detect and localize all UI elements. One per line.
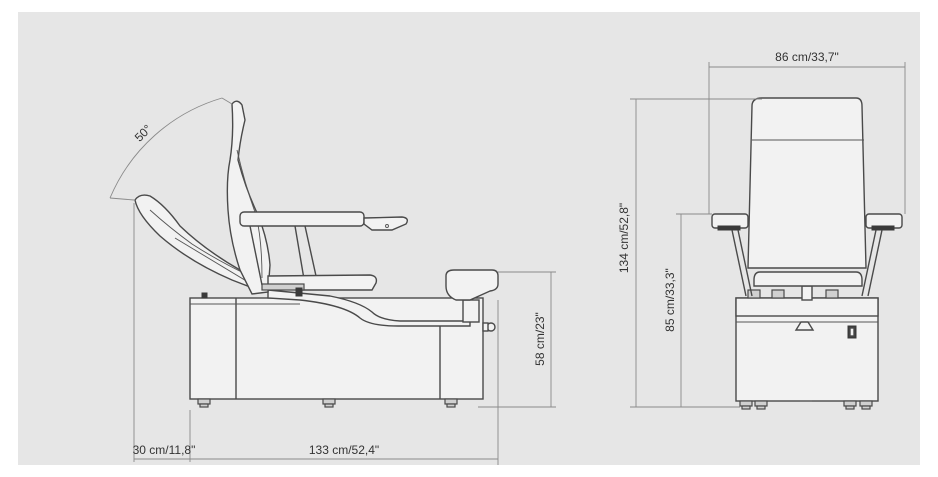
- side-armrest: [239, 211, 409, 286]
- front-width-dimension: [708, 62, 906, 214]
- side-footrest-label: 30 cm/11,8": [133, 443, 196, 457]
- front-armrest-left: [711, 213, 753, 297]
- side-angle-arc: [109, 97, 233, 201]
- front-total-height-dimension: [630, 98, 762, 408]
- front-backrest: [747, 97, 867, 269]
- front-armrest-right: [861, 213, 903, 297]
- front-seat: [753, 271, 863, 287]
- side-footrest: [445, 269, 499, 332]
- front-width-label: 86 cm/33,7": [775, 50, 839, 64]
- front-armrest-height-label: 85 cm/33,3": [663, 268, 677, 332]
- side-foot-basin: [267, 289, 471, 327]
- front-base-cabinet: [735, 297, 879, 410]
- front-armrest-height-dimension: [676, 213, 712, 407]
- side-length-dimension: [133, 203, 499, 465]
- angle-label: 50°: [132, 122, 155, 145]
- side-seat: [261, 274, 378, 297]
- side-view-chair: [109, 97, 556, 465]
- side-height-label: 58 cm/23": [533, 312, 547, 366]
- side-base-cabinet: [189, 292, 484, 408]
- side-length-label: 133 cm/52,4": [309, 443, 379, 457]
- front-view-chair: [630, 62, 906, 410]
- front-total-height-label: 134 cm/52,8": [617, 203, 631, 273]
- side-upright-back: [226, 100, 271, 295]
- side-height-dimension: [478, 271, 556, 408]
